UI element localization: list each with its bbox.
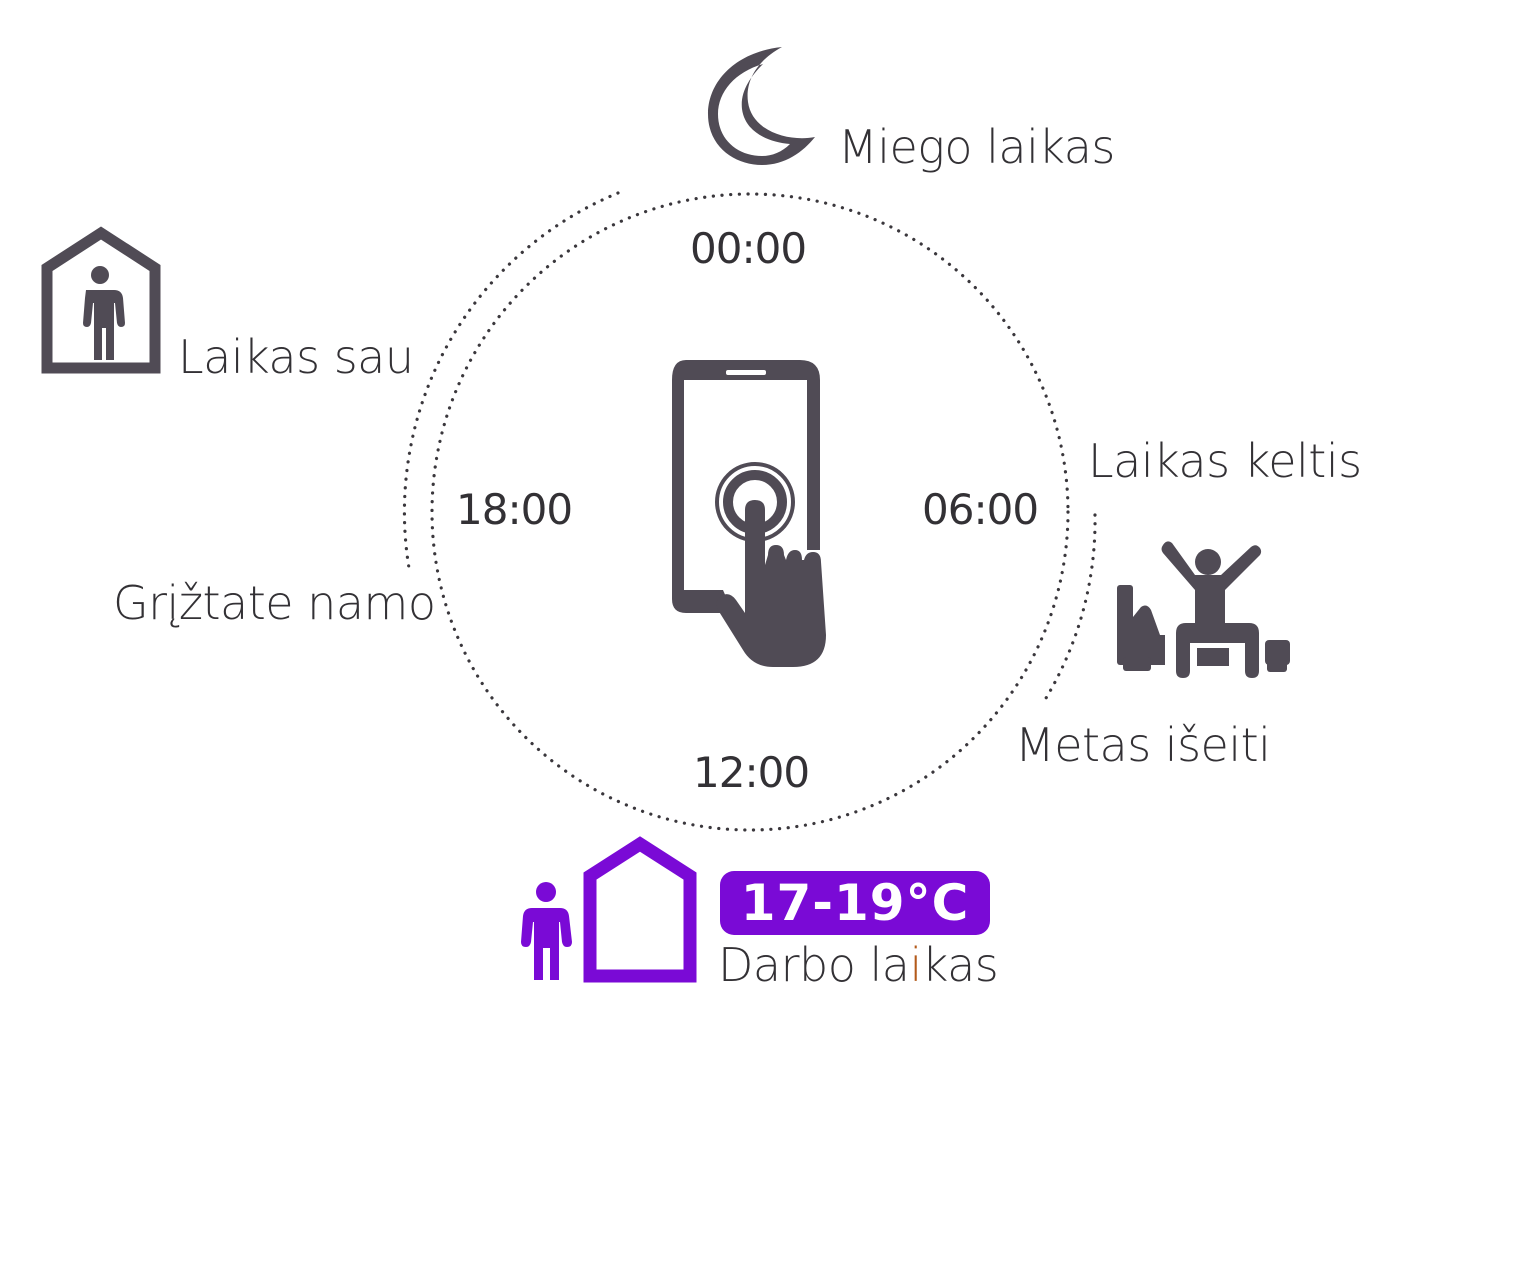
segment-label-work: Darbo laikas: [718, 938, 999, 992]
temperature-badge: 17-19°C: [720, 871, 990, 935]
person-icon: [521, 882, 572, 980]
time-label-midnight: 00:00: [690, 224, 807, 273]
segment-label-work-part3: kas: [921, 938, 999, 992]
smartphone-tap-icon: [672, 360, 826, 667]
house-outline-icon: [583, 836, 697, 983]
segment-label-return: Grįžtate namo: [113, 576, 436, 630]
moon-icon: [708, 47, 815, 165]
segment-label-leave: Metas išeiti: [1015, 718, 1271, 772]
time-label-evening: 18:00: [456, 485, 573, 534]
time-label-noon: 12:00: [693, 748, 810, 797]
segment-label-work-part1: Darbo la: [718, 938, 910, 992]
person-in-house-icon: [41, 226, 161, 374]
outer-arc-morning: [1041, 513, 1097, 705]
segment-label-work-part2: i: [909, 938, 922, 992]
segment-label-sleep: Miego laikas: [838, 120, 1115, 174]
person-stretching-bed-icon: [1117, 541, 1290, 678]
clock-circle: [430, 192, 1070, 832]
segment-label-self: Laikas sau: [178, 330, 414, 384]
time-label-morning: 06:00: [922, 485, 1039, 534]
segment-label-wake: Laikas keltis: [1088, 434, 1362, 488]
